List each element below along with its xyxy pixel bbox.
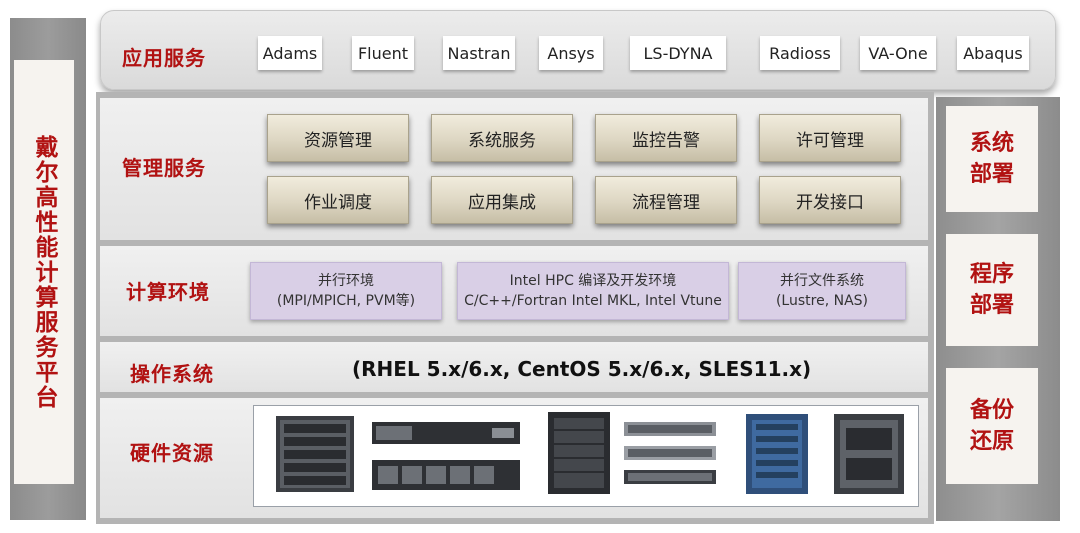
management-label: 管理服务 (122, 156, 206, 180)
app-chip-abaqus: Abaqus (957, 36, 1029, 70)
mgmt-button-dev-interface: 开发接口 (759, 176, 901, 224)
system-deploy-line1: 系统 (969, 131, 1014, 156)
env-box-parallel-detail: (MPI/MPICH, PVM等) (276, 293, 416, 309)
os-label: 操作系统 (130, 362, 214, 386)
mgmt-button-resource: 资源管理 (267, 114, 409, 162)
blade-chassis-image (276, 416, 354, 492)
app-chip-ls-dyna: LS-DYNA (630, 36, 726, 70)
env-box-parallel-fs: 并行文件系统 (Lustre, NAS) (738, 262, 906, 320)
hardware-illustration (276, 412, 904, 494)
backup-restore-box: 备份 还原 (946, 368, 1038, 484)
os-row (100, 342, 928, 392)
core-switch-image (834, 414, 904, 494)
mgmt-button-license: 许可管理 (759, 114, 901, 162)
platform-title: 戴尔高性能计算服务平台 (31, 134, 57, 410)
env-box-parallel-fs-detail: (Lustre, NAS) (775, 293, 869, 309)
system-deploy-line2: 部署 (969, 162, 1014, 187)
network-switch-image (624, 422, 716, 484)
app-chip-radioss: Radioss (760, 36, 840, 70)
os-list-text: (RHEL 5.x/6.x, CentOS 5.x/6.x, SLES11.x) (352, 357, 812, 381)
hardware-images-frame (253, 405, 919, 507)
env-box-parallel-title: 并行环境 (318, 273, 374, 289)
app-chip-va-one: VA-One (860, 36, 936, 70)
app-chip-nastran: Nastran (443, 36, 515, 70)
program-deploy-line2: 部署 (969, 293, 1014, 318)
platform-title-box: 戴尔高性能计算服务平台 (14, 60, 74, 484)
program-deploy-box: 程序 部署 (946, 234, 1038, 346)
hardware-label: 硬件资源 (130, 441, 214, 465)
backup-restore-line1: 备份 (969, 398, 1014, 423)
system-deploy-box: 系统 部署 (946, 106, 1038, 212)
compute-env-label: 计算环境 (126, 280, 210, 304)
mgmt-button-monitor-alarm: 监控告警 (595, 114, 737, 162)
mgmt-button-workflow: 流程管理 (595, 176, 737, 224)
env-box-intel-hpc-title: Intel HPC 编译及开发环境 (509, 273, 677, 289)
env-box-parallel: 并行环境 (MPI/MPICH, PVM等) (250, 262, 442, 320)
backup-restore-line2: 还原 (969, 429, 1014, 454)
storage-array-image (746, 414, 808, 494)
app-services-label: 应用服务 (122, 46, 206, 70)
mgmt-button-system-service: 系统服务 (431, 114, 573, 162)
tower-rack-image (548, 412, 610, 494)
rack-server-image (372, 422, 520, 490)
env-box-parallel-fs-title: 并行文件系统 (779, 273, 864, 289)
mgmt-button-job-scheduling: 作业调度 (267, 176, 409, 224)
program-deploy-line1: 程序 (969, 262, 1014, 287)
app-chip-ansys: Ansys (539, 36, 603, 70)
env-box-intel-hpc-detail: C/C++/Fortran Intel MKL, Intel Vtune (464, 293, 722, 309)
mgmt-button-app-integration: 应用集成 (431, 176, 573, 224)
app-chip-adams: Adams (258, 36, 322, 70)
app-chip-fluent: Fluent (352, 36, 414, 70)
env-box-intel-hpc: Intel HPC 编译及开发环境 C/C++/Fortran Intel MK… (457, 262, 729, 320)
